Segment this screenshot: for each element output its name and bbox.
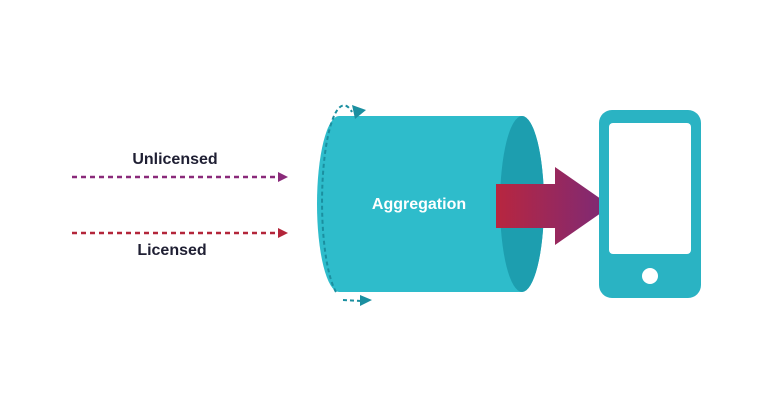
output-arrow xyxy=(496,167,611,245)
rotation-arrows-icon xyxy=(321,104,372,306)
cylinder-body xyxy=(317,116,544,292)
phone-screen xyxy=(609,123,691,254)
smartphone-icon xyxy=(599,110,701,298)
unlicensed-input: Unlicensed xyxy=(72,151,288,182)
aggregation-cylinder: Aggregation xyxy=(317,116,544,292)
licensed-label: Licensed xyxy=(137,242,206,259)
licensed-input: Licensed xyxy=(72,228,288,259)
phone-home-button xyxy=(642,268,658,284)
unlicensed-label: Unlicensed xyxy=(132,151,217,168)
aggregation-label: Aggregation xyxy=(372,196,466,213)
